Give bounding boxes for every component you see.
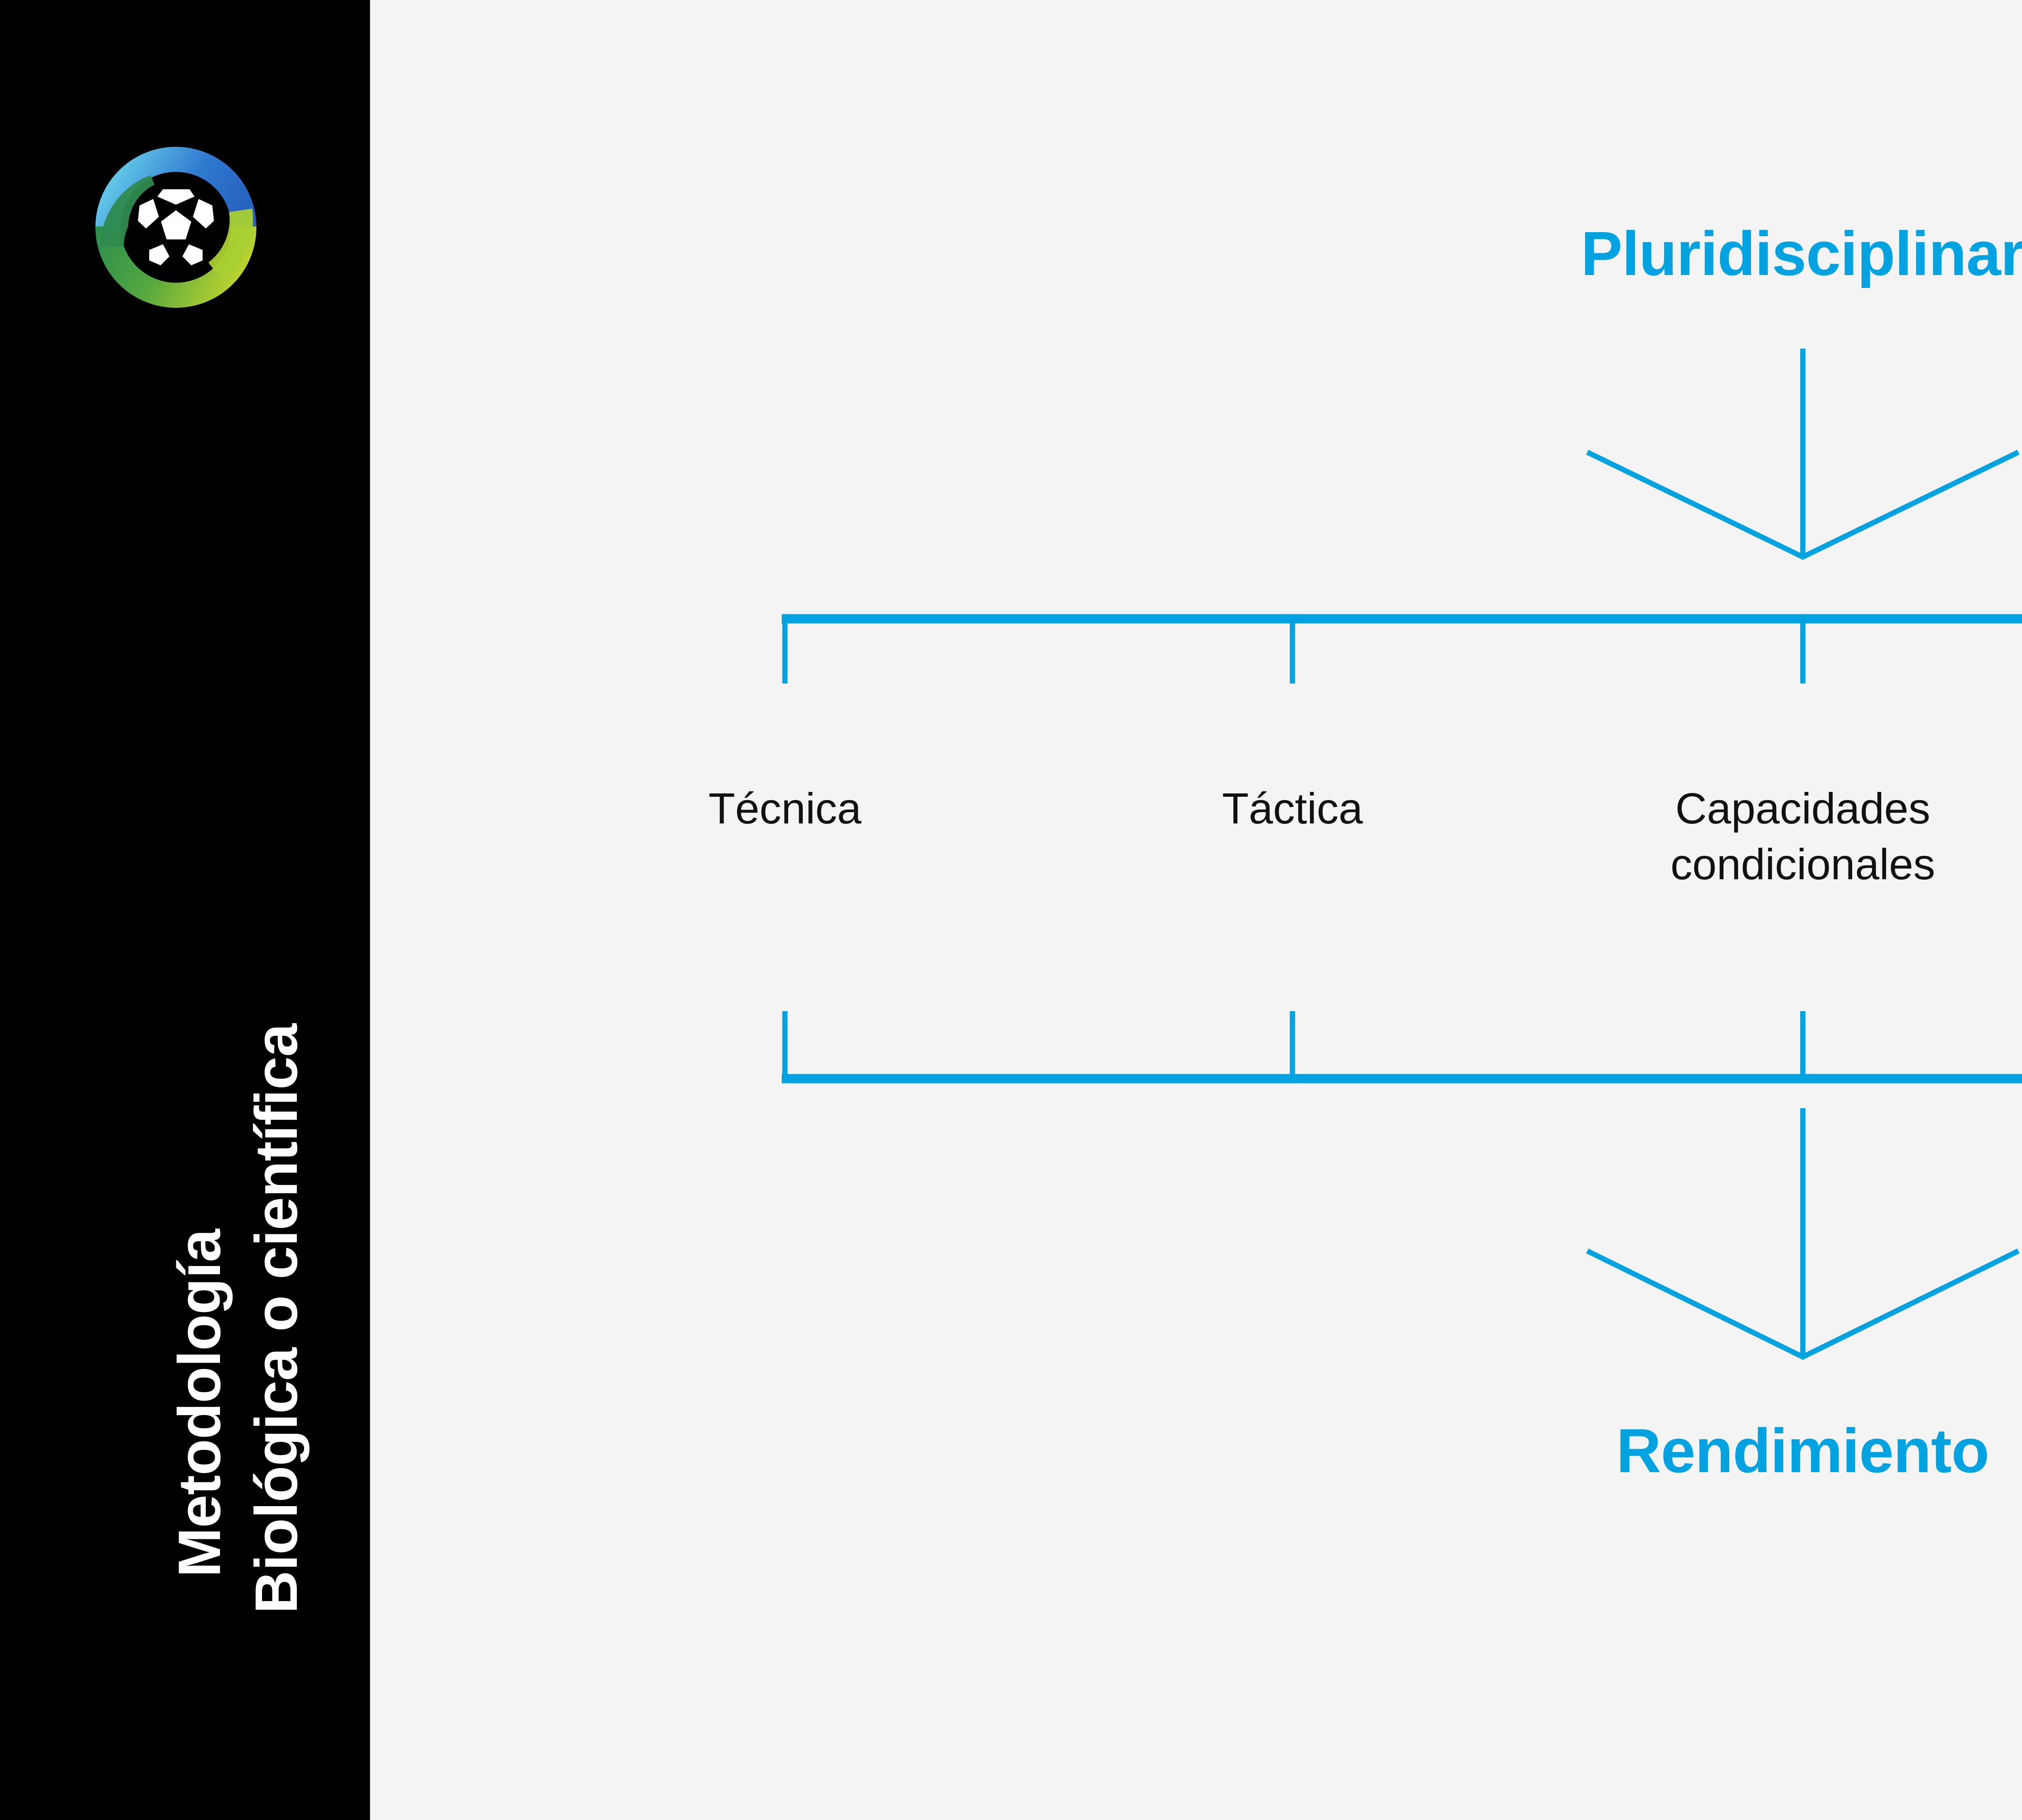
top-arrow-icon (1586, 349, 2020, 560)
branch-label-2: Capacidades condicionales (1621, 781, 1985, 892)
branch-label-2-line2: condicionales (1670, 840, 1935, 889)
soccer-ball-ring-logo (94, 146, 258, 309)
main-content: Pluridisciplinar Rendimiento (370, 0, 2022, 1820)
upper-bracket (782, 614, 2022, 684)
branch-label-1: Táctica (1110, 781, 1474, 836)
sidebar-vertical-title: Metodología Biológica o científica (0, 0, 370, 1820)
lower-bracket (782, 1011, 2022, 1084)
diagram-connectors (782, 349, 2022, 1360)
branch-label-1-line1: Táctica (1222, 784, 1363, 833)
branch-label-0-line1: Técnica (708, 784, 862, 833)
sidebar: Metodología Biológica o científica (0, 0, 370, 1820)
branch-label-2-line1: Capacidades (1675, 784, 1931, 833)
sidebar-title-line1: Metodología (166, 1229, 233, 1577)
branch-label-0: Técnica (603, 781, 967, 836)
top-node-label: Pluridisciplinar (1581, 219, 2022, 288)
bottom-node-label: Rendimiento (1616, 1416, 1990, 1486)
bottom-arrow-icon (1586, 1108, 2020, 1360)
sidebar-title-line2: Biológica o científica (243, 1024, 310, 1614)
